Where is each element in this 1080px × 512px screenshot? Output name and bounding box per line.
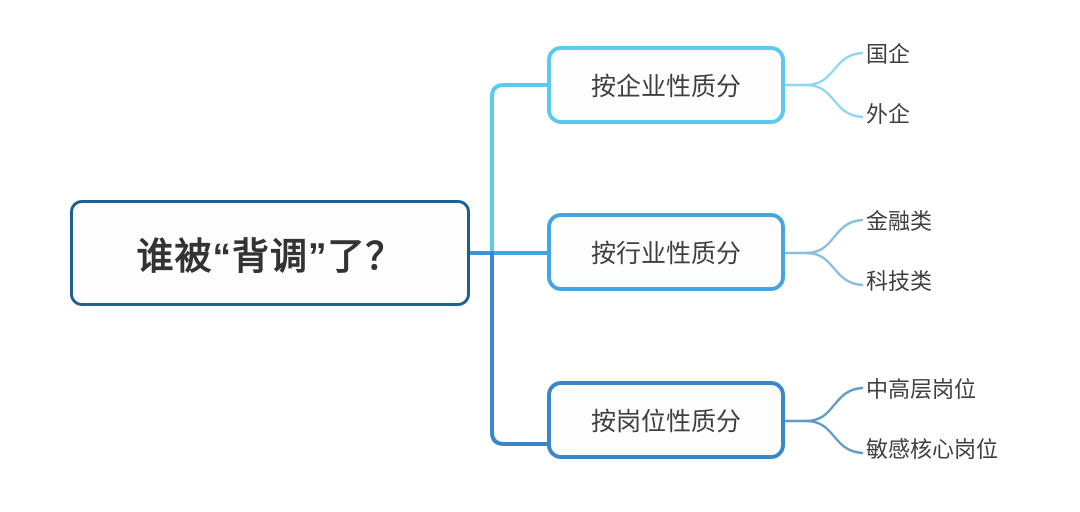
leaf-label-state-owned[interactable]: 国企: [866, 42, 911, 67]
leaf-label-senior-positions[interactable]: 中高层岗位: [866, 377, 977, 402]
connector-branch-3-leaf-1: [804, 386, 864, 423]
connector-branch-1-leaf-2: [804, 83, 864, 119]
root-node-label: 谁被“背调”了？: [136, 236, 404, 277]
branch-node-position-type[interactable]: 按岗位性质分: [547, 381, 785, 459]
connector-root-to-branch-3: [490, 251, 549, 446]
branch-node-enterprise-type[interactable]: 按企业性质分: [547, 46, 785, 124]
branch-node-label: 按企业性质分: [590, 73, 741, 101]
root-node[interactable]: 谁被“背调”了？: [70, 200, 470, 306]
connector-branch-3-leaf-2: [804, 419, 864, 455]
branch-node-industry-type[interactable]: 按行业性质分: [547, 213, 785, 291]
branch-node-label: 按行业性质分: [590, 240, 741, 268]
leaf-label-foreign-owned[interactable]: 外企: [866, 102, 911, 127]
connector-branch-2-leaf-2: [804, 251, 864, 287]
branch-node-label: 按岗位性质分: [590, 408, 741, 436]
connector-branch-2-leaf-1: [804, 218, 864, 255]
leaf-label-finance[interactable]: 金融类: [866, 209, 933, 234]
connector-branch-1-leaf-1: [804, 51, 864, 87]
connector-root-to-branch-1: [490, 83, 549, 255]
leaf-label-technology[interactable]: 科技类: [866, 269, 933, 294]
leaf-label-sensitive-core-positions[interactable]: 敏感核心岗位: [866, 437, 999, 462]
